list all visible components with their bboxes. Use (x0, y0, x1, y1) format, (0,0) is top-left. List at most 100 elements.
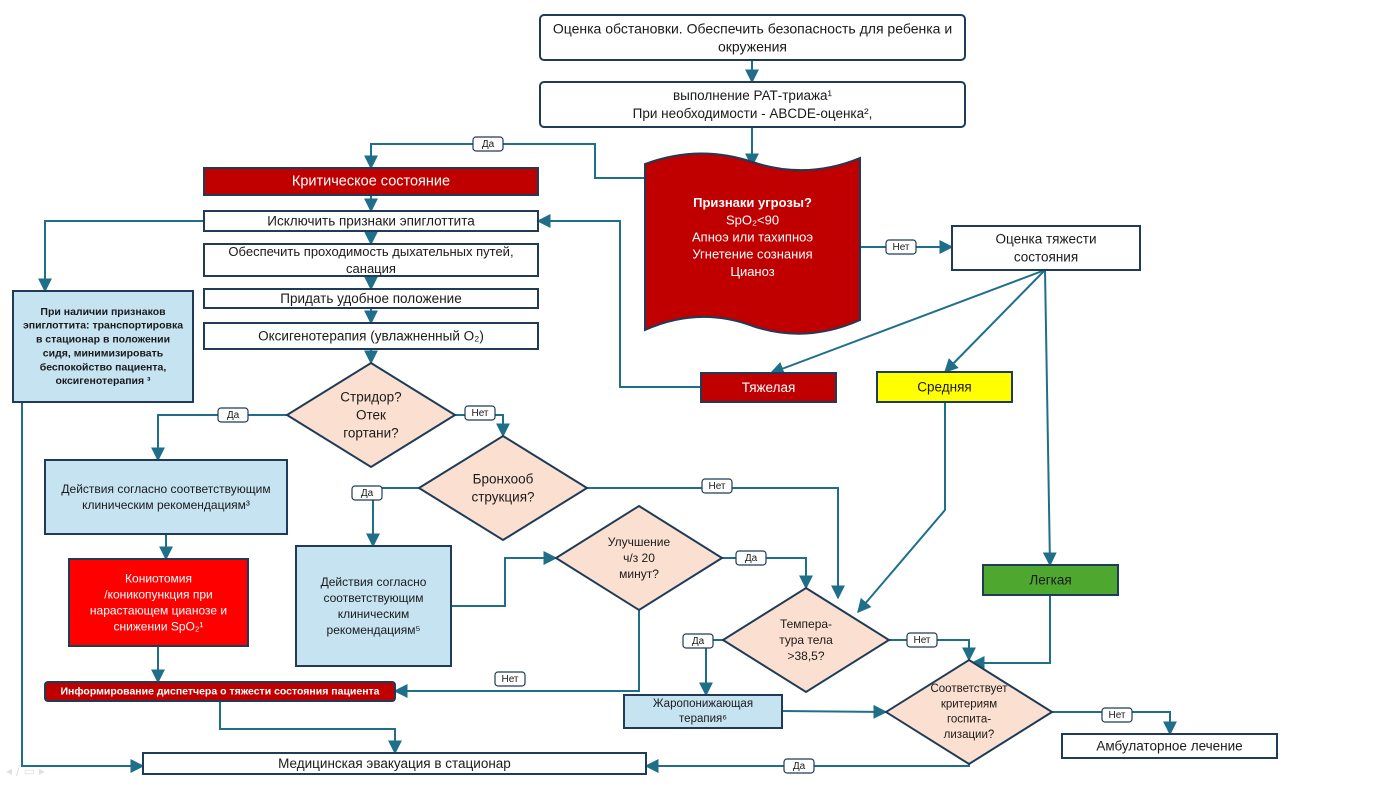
node-exclude-epiglottitis: Исключить признаки эпиглоттита (203, 210, 539, 232)
node-text-line: клиническим рекомендациям³ (82, 498, 250, 512)
node-text-line: соответствующим (323, 591, 423, 605)
node-shape (203, 210, 539, 232)
edge-label-box (472, 136, 504, 152)
edge-inform-to-evacuation (219, 701, 402, 755)
node-text-line: /коникопункция при (104, 588, 212, 602)
node-text-line: санация (346, 261, 396, 276)
node-text-line: Обеспечить проходимость дыхательных путе… (228, 244, 513, 259)
edge-label-temp-no: Нет (906, 632, 938, 648)
node-text-line: Жаропонижающая (653, 698, 753, 710)
node-text-line: окружения (718, 39, 787, 55)
edge-improve-no (393, 610, 640, 698)
node-position: Придать удобное положение (203, 288, 539, 309)
node-shape (884, 658, 1054, 766)
node-shape (12, 290, 194, 403)
node-outpatient: Амбулаторное лечение (1061, 733, 1278, 759)
edge-label-improve-yes: Да (735, 550, 767, 566)
slide-controls-icon: ◂ ∕ ▭ ▸ (6, 764, 45, 778)
node-actions-mid: Действия согласносоответствующимклиничес… (295, 545, 452, 667)
edge-broncho-no (587, 487, 845, 600)
node-text-line: Бронхооб (473, 472, 534, 487)
node-text-line: нарастающем цианозе и (90, 603, 227, 617)
node-text-line: гортани? (343, 425, 398, 440)
edge-label-box (1101, 707, 1133, 723)
node-text-line: Цианоз (730, 264, 774, 279)
node-text-line: Темпера- (780, 617, 832, 631)
node-text-line: SpO₂<90 (726, 212, 779, 227)
edge-label-text: Да (692, 636, 705, 647)
edge-criteria-no (1052, 711, 1177, 736)
node-text-line: Легкая (1029, 573, 1071, 588)
node-text-line: Критическое состояние (292, 174, 450, 190)
node-temperature: Темпера-тура тела >38,5? (721, 586, 891, 694)
edge-label-threat-yes: Да (472, 136, 504, 152)
node-text-line: Оценка тяжести (995, 232, 1096, 247)
edge-label-box (351, 485, 383, 501)
edge-label-text: Да (482, 139, 495, 150)
node-text-line: Информирование диспетчера о тяжести сост… (60, 686, 379, 698)
node-shape (44, 681, 396, 702)
node-shape (554, 504, 724, 612)
edge-severity-to-mild (1042, 269, 1057, 567)
node-text-line: Кониотомия (125, 572, 192, 586)
node-severity-assessment: Оценка тяжести состояния (951, 225, 1141, 271)
node-shape (539, 81, 966, 128)
node-text-line: Тяжелая (742, 380, 796, 395)
node-shape (700, 372, 837, 403)
node-text-line: >38,5? (787, 649, 824, 663)
edge-label-text: Да (361, 488, 374, 499)
node-text-line: снижении SpO₂¹ (113, 619, 203, 633)
edge-label-text: Да (745, 553, 758, 564)
node-shape (44, 459, 288, 535)
edge-label-text: Нет (471, 408, 488, 419)
node-text-line: Стридор? (340, 390, 401, 405)
nodes: Оценка обстановки. Обеспечить безопаснос… (12, 14, 1278, 775)
node-shape (623, 694, 783, 729)
edge-label-box (217, 407, 249, 423)
edge-threat-yes (364, 143, 645, 179)
node-shape (203, 167, 539, 196)
node-text-line: эпиглоттита: транспортировка (23, 320, 183, 332)
node-actions-left: Действия согласно соответствующим клиниче… (44, 459, 288, 535)
node-critical-state: Критическое состояние (203, 167, 539, 196)
node-shape (644, 152, 861, 335)
node-text-line: Отек (356, 408, 386, 423)
node-text-line: выполнение РАТ-триажа¹ (673, 88, 833, 103)
edge-label-broncho-yes: Да (351, 485, 383, 501)
node-mild: Легкая (982, 564, 1119, 596)
edge-severity-to-severe (769, 269, 1046, 376)
node-stridor: Стридор? Отек гортани? (285, 361, 457, 469)
edge-antipyretic-to-criteria (781, 704, 888, 719)
node-text-line: оксигенотерапия ³ (55, 375, 151, 387)
edge-label-box (701, 478, 733, 494)
node-text-line: клиническим (338, 607, 410, 621)
node-text-line: беспокойство пациента, (40, 361, 167, 373)
node-shape (1061, 733, 1278, 759)
edge-label-box (464, 405, 496, 421)
node-shape (982, 564, 1119, 596)
node-text-line: Оценка обстановки. Обеспечить безопаснос… (553, 20, 952, 36)
node-text-line: минут? (619, 567, 659, 581)
edge-label-box (885, 239, 917, 255)
node-text-line: состояния (1014, 249, 1078, 264)
edge-label-text: Нет (913, 635, 930, 646)
node-shape (203, 288, 539, 309)
edge-label-text: Нет (501, 674, 518, 685)
edge-mild-to-criteria (970, 595, 1051, 670)
node-pat-triage: выполнение РАТ-триажа¹ При необходимости … (539, 81, 966, 128)
node-shape (876, 371, 1013, 403)
node-inform-dispatcher: Информирование диспетчера о тяжести сост… (44, 681, 396, 702)
node-text-line: Амбулаторное лечение (1096, 739, 1242, 754)
node-text-line: При необходимости - ABCDE-оценка², (633, 106, 873, 121)
node-text-line: Действия согласно соответствующим (61, 482, 270, 496)
edge-severity-to-moderate (944, 269, 1046, 373)
node-shape (203, 322, 539, 350)
edge-label-text: Да (793, 761, 806, 772)
node-text-line: сидя, минимизировать (43, 347, 164, 359)
node-text-line: Угнетение сознания (692, 247, 812, 262)
node-text-line: тура тела (779, 633, 833, 647)
